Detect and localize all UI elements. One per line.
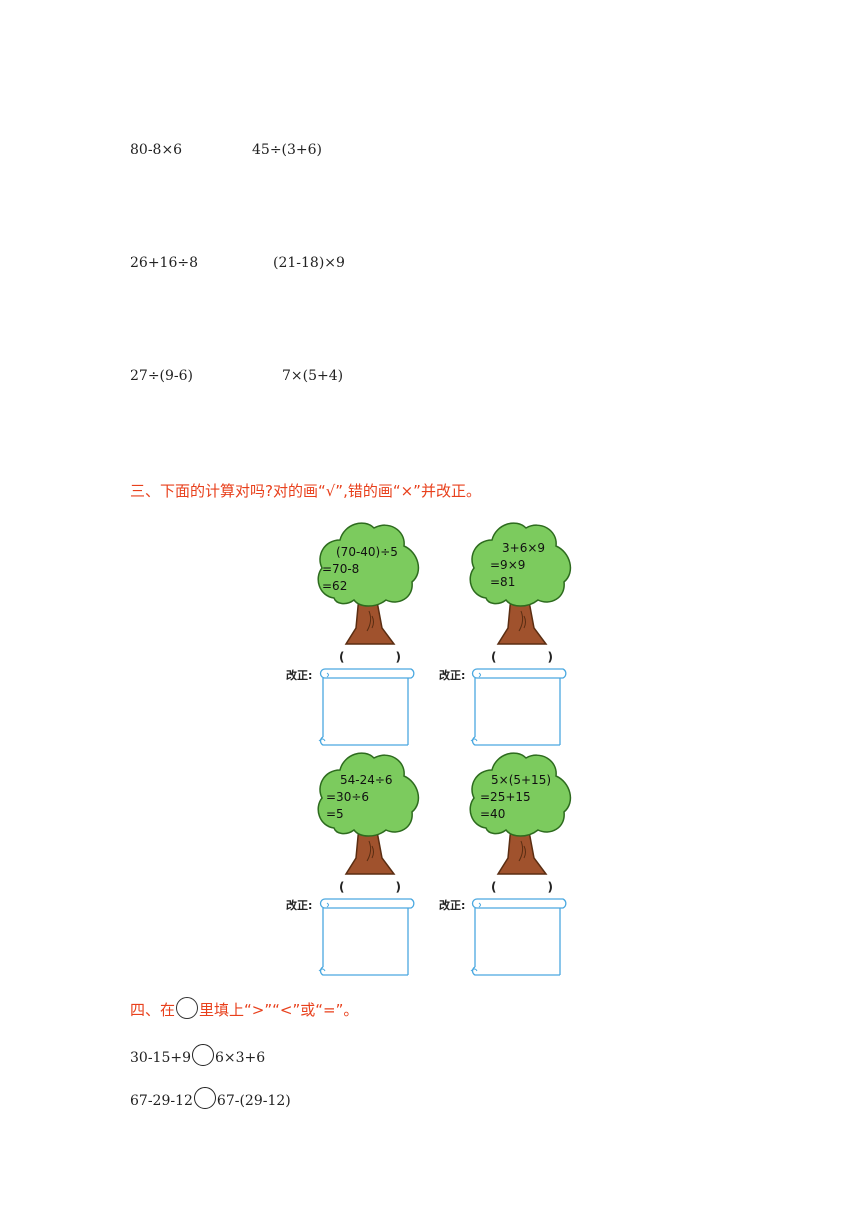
tree-line: =81 xyxy=(490,575,516,589)
correction-box[interactable] xyxy=(467,895,567,977)
section-heading: 四、在 里填上“>”“<”或“=”。 xyxy=(130,997,358,1020)
tree-line: =9×9 xyxy=(490,558,526,572)
scroll-frame xyxy=(318,898,415,976)
answer-circle[interactable] xyxy=(193,1087,216,1109)
heading-text: 四、在 xyxy=(130,1001,176,1019)
tree-problem: 3+6×9 =9×9 =81 xyxy=(466,516,576,646)
calc-expression: 45÷(3+6) xyxy=(252,142,323,158)
tree-illustration xyxy=(469,752,572,875)
tree-problem: (70-40)÷5 =70-8 =62 xyxy=(314,516,424,646)
comparison-row: 30-15+9 6×3+6 xyxy=(130,1044,265,1066)
correction-label: 改正: xyxy=(439,669,466,682)
scroll-frame xyxy=(470,668,567,746)
paren-open: ( xyxy=(339,880,345,894)
correction-box[interactable] xyxy=(467,665,567,747)
tree-line: =5 xyxy=(326,807,344,821)
tree-problem: 54-24÷6 =30÷6 =5 xyxy=(314,746,424,876)
tree-illustration xyxy=(469,522,572,645)
scroll-frame xyxy=(470,898,567,976)
tree-line: (70-40)÷5 xyxy=(336,545,398,559)
tree-illustration xyxy=(317,752,420,875)
paren-close: ) xyxy=(395,880,401,894)
heading-text: 里填上“>”“<”或“=”。 xyxy=(199,1001,359,1019)
tree-illustration xyxy=(317,522,420,645)
tree-line: 54-24÷6 xyxy=(340,773,393,787)
tree-line: =40 xyxy=(480,807,506,821)
paren-open: ( xyxy=(491,650,497,664)
calc-expression: (21-18)×9 xyxy=(273,255,345,271)
correction-box[interactable] xyxy=(315,895,415,977)
section-heading: 三、下面的计算对吗?对的画“√”,错的画“×”并改正。 xyxy=(130,482,481,500)
paren-close: ) xyxy=(547,650,553,664)
comparison-right: 6×3+6 xyxy=(215,1050,266,1066)
correction-label: 改正: xyxy=(286,669,313,682)
comparison-row: 67-29-12 67-(29-12) xyxy=(130,1087,291,1109)
correction-box[interactable] xyxy=(315,665,415,747)
answer-circle[interactable] xyxy=(192,1044,214,1066)
tree-line: =70-8 xyxy=(322,562,360,576)
tree-line: 3+6×9 xyxy=(502,541,546,555)
paren-open: ( xyxy=(491,880,497,894)
calc-expression: 27÷(9-6) xyxy=(130,368,194,384)
comparison-left: 67-29-12 xyxy=(130,1093,193,1109)
scroll-frame xyxy=(318,668,415,746)
calc-expression: 26+16÷8 xyxy=(130,255,198,271)
correction-label: 改正: xyxy=(439,899,466,912)
paren-close: ) xyxy=(547,880,553,894)
comparison-left: 30-15+9 xyxy=(130,1050,191,1066)
tree-line: 5×(5+15) xyxy=(491,773,552,787)
tree-problem: 5×(5+15) =25+15 =40 xyxy=(466,746,576,876)
tree-line: =62 xyxy=(322,579,348,593)
calc-expression: 7×(5+4) xyxy=(282,368,344,384)
circle-icon xyxy=(176,997,199,1019)
comparison-right: 67-(29-12) xyxy=(216,1093,291,1109)
calc-expression: 80-8×6 xyxy=(130,142,183,158)
correction-label: 改正: xyxy=(286,899,313,912)
paren-close: ) xyxy=(395,650,401,664)
paren-open: ( xyxy=(339,650,345,664)
tree-line: =25+15 xyxy=(480,790,531,804)
tree-line: =30÷6 xyxy=(326,790,370,804)
